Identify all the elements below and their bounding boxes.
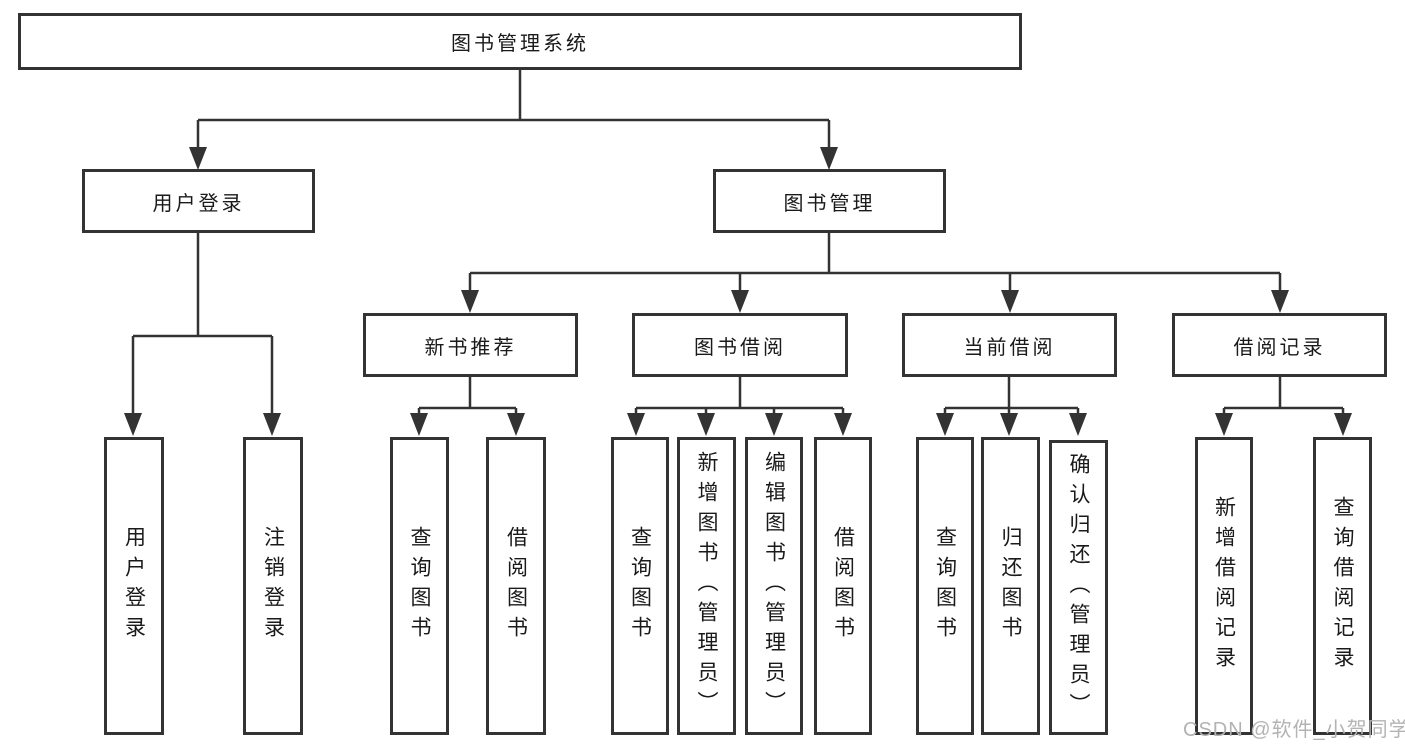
leaf-query-books-borrow-label: 查询图书 [628,526,652,646]
leaf-borrow-books-recommend: 借阅图书 [486,437,546,735]
leaf-confirm-return-admin-label: 确认归还（管理员） [1067,452,1090,723]
leaf-return-books: 归还图书 [981,437,1040,735]
leaf-logout-login: 注销登录 [243,437,303,735]
leaf-confirm-return-admin: 确认归还（管理员） [1049,440,1108,735]
leaf-borrow-books: 借阅图书 [814,437,872,735]
node-library-management-system: 图书管理系统 [18,13,1022,70]
node-book-borrowing: 图书借阅 [632,313,848,377]
leaf-return-books-label: 归还图书 [999,526,1022,646]
leaf-query-books-borrow: 查询图书 [611,437,669,735]
leaf-edit-books-admin: 编辑图书（管理员） [745,437,803,735]
leaf-user-login: 用户登录 [104,437,164,735]
arrowheads [124,147,1352,436]
leaf-query-books-recommend: 查询图书 [390,437,449,735]
leaf-query-borrow-record-label: 查询借阅记录 [1331,496,1354,676]
node-current-borrowing: 当前借阅 [902,313,1117,377]
leaf-borrow-books-recommend-label: 借阅图书 [504,526,528,646]
leaf-query-books-current: 查询图书 [916,437,974,735]
leaf-query-books-recommend-label: 查询图书 [408,526,431,646]
leaf-add-borrow-record-label: 新增借阅记录 [1212,496,1236,676]
leaf-add-books-admin-label: 新增图书（管理员） [695,451,718,721]
leaf-query-borrow-record: 查询借阅记录 [1313,437,1372,735]
node-book-management: 图书管理 [713,169,946,233]
leaf-logout-login-label: 注销登录 [261,526,285,646]
node-borrowing-records: 借阅记录 [1172,313,1387,377]
leaf-edit-books-admin-label: 编辑图书（管理员） [762,451,786,721]
leaf-add-borrow-record: 新增借阅记录 [1195,437,1253,735]
node-user-login: 用户登录 [82,169,315,233]
csdn-watermark: CSDN @软件_小贺同学 [1183,719,1405,741]
node-new-book-recommendation: 新书推荐 [363,313,578,377]
leaf-add-books-admin: 新增图书（管理员） [677,437,736,735]
leaf-query-books-current-label: 查询图书 [933,526,957,646]
leaf-user-login-label: 用户登录 [122,526,146,646]
leaf-borrow-books-label: 借阅图书 [831,526,855,646]
